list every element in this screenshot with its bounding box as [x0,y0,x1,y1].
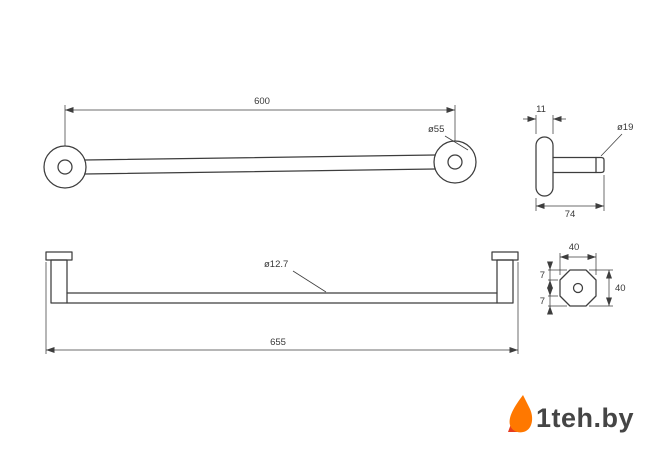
watermark-text: 1teh.by [536,403,634,433]
dim-label-width: 40 [569,242,580,253]
leader-line-bar [292,270,327,293]
dim-label-total-length: 655 [270,337,286,348]
front-view: 600 ø55 [43,96,477,189]
right-rosette-outline [433,140,477,184]
dim-label-chamfer-bottom: 7 [540,296,545,307]
leader-line-rosette [444,135,469,151]
dim-label-chamfer-top: 7 [540,270,545,281]
right-rosette-hole [447,154,463,170]
side-view: 11 ø19 74 [523,104,633,220]
dim-label-height: 40 [615,283,626,294]
bar-top-edge [84,154,436,161]
dim-label-bar-diameter: ø12.7 [264,259,288,270]
leader-line-bar [600,133,623,157]
right-post-cap [491,251,519,261]
bar-bottom-edge [84,168,436,175]
octagon-section-outline [559,269,597,307]
left-rosette-outline [43,145,87,189]
right-post-stem [496,259,514,304]
watermark-logo: 1teh.by [508,395,634,433]
bar-profile [552,156,605,174]
wall-plate-profile [535,136,554,197]
dim-label-rosette-diameter: ø55 [428,124,444,135]
left-post-cap [45,251,73,261]
section-view: 40 40 7 7 [540,242,626,315]
left-rosette-hole [57,159,73,175]
section-center-hole [572,282,584,294]
dim-label-bar-diameter: ø19 [617,122,633,133]
dim-label-plate-depth: 11 [536,104,546,115]
logo-flame-icon [509,395,533,433]
dim-label-length: 600 [254,96,270,107]
left-post-stem [50,259,68,304]
dim-label-projection: 74 [565,209,576,220]
overall-view: ø12.7 655 [45,251,519,354]
